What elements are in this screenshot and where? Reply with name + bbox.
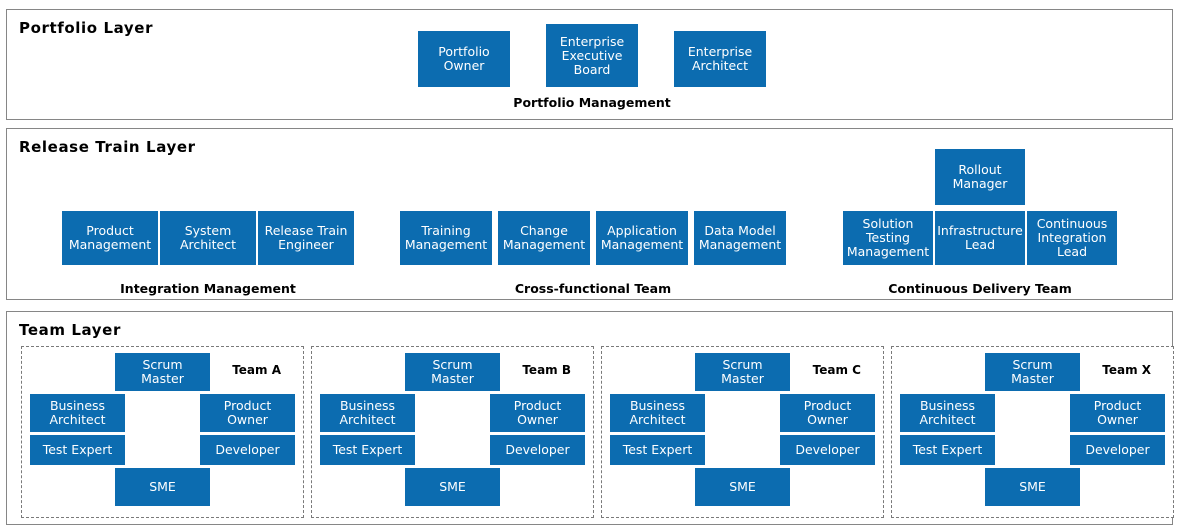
group-caption-cross-functional-team: Cross-functional Team xyxy=(514,281,672,296)
team-role-sme-a[interactable]: SME xyxy=(115,468,210,506)
role-box-enterprise-executive-board[interactable]: Enterprise Executive Board xyxy=(546,24,638,87)
team-role-developer-x[interactable]: Developer xyxy=(1070,435,1165,465)
team-name-label-x: Team X xyxy=(1102,363,1151,377)
release-train-layer-panel: Release Train Layer Product Management S… xyxy=(6,128,1173,300)
team-role-test-expert-c[interactable]: Test Expert xyxy=(610,435,705,465)
team-role-developer-b[interactable]: Developer xyxy=(490,435,585,465)
team-name-label-c: Team C xyxy=(812,363,861,377)
team-role-product-owner-x[interactable]: Product Owner xyxy=(1070,394,1165,432)
team-panel-b[interactable]: Team B Scrum Master Business Architect P… xyxy=(311,346,594,518)
team-panel-x[interactable]: Team X Scrum Master Business Architect P… xyxy=(891,346,1174,518)
release-train-layer-title: Release Train Layer xyxy=(19,138,196,156)
group-caption-integration-management: Integration Management xyxy=(120,281,296,296)
team-role-scrum-master-b[interactable]: Scrum Master xyxy=(405,353,500,391)
team-role-business-architect-c[interactable]: Business Architect xyxy=(610,394,705,432)
role-box-release-train-engineer[interactable]: Release Train Engineer xyxy=(258,211,354,265)
team-role-developer-c[interactable]: Developer xyxy=(780,435,875,465)
role-box-change-management[interactable]: Change Management xyxy=(498,211,590,265)
team-role-business-architect-b[interactable]: Business Architect xyxy=(320,394,415,432)
role-box-enterprise-architect[interactable]: Enterprise Architect xyxy=(674,31,766,87)
team-layer-title: Team Layer xyxy=(19,321,121,339)
portfolio-layer-title: Portfolio Layer xyxy=(19,19,154,37)
team-role-sme-c[interactable]: SME xyxy=(695,468,790,506)
team-role-product-owner-c[interactable]: Product Owner xyxy=(780,394,875,432)
portfolio-layer-panel: Portfolio Layer Portfolio Owner Enterpri… xyxy=(6,9,1173,120)
team-role-developer-a[interactable]: Developer xyxy=(200,435,295,465)
team-role-product-owner-a[interactable]: Product Owner xyxy=(200,394,295,432)
role-box-system-architect[interactable]: System Architect xyxy=(160,211,256,265)
role-box-infrastructure-lead[interactable]: Infrastructure Lead xyxy=(935,211,1025,265)
team-name-label-b: Team B xyxy=(522,363,571,377)
team-role-scrum-master-a[interactable]: Scrum Master xyxy=(115,353,210,391)
team-role-business-architect-x[interactable]: Business Architect xyxy=(900,394,995,432)
team-panel-c[interactable]: Team C Scrum Master Business Architect P… xyxy=(601,346,884,518)
team-role-scrum-master-c[interactable]: Scrum Master xyxy=(695,353,790,391)
role-box-training-management[interactable]: Training Management xyxy=(400,211,492,265)
team-role-business-architect-a[interactable]: Business Architect xyxy=(30,394,125,432)
group-caption-portfolio-management: Portfolio Management xyxy=(513,95,671,110)
team-panel-a[interactable]: Team A Scrum Master Business Architect P… xyxy=(21,346,304,518)
team-name-label-a: Team A xyxy=(232,363,281,377)
role-box-product-management[interactable]: Product Management xyxy=(62,211,158,265)
role-box-rollout-manager[interactable]: Rollout Manager xyxy=(935,149,1025,205)
role-box-portfolio-owner[interactable]: Portfolio Owner xyxy=(418,31,510,87)
role-box-application-management[interactable]: Application Management xyxy=(596,211,688,265)
team-role-scrum-master-x[interactable]: Scrum Master xyxy=(985,353,1080,391)
team-role-test-expert-a[interactable]: Test Expert xyxy=(30,435,125,465)
team-role-sme-b[interactable]: SME xyxy=(405,468,500,506)
role-box-data-model-management[interactable]: Data Model Management xyxy=(694,211,786,265)
group-caption-continuous-delivery-team: Continuous Delivery Team xyxy=(888,281,1072,296)
role-box-continuous-integration-lead[interactable]: Continuous Integration Lead xyxy=(1027,211,1117,265)
role-box-solution-testing-management[interactable]: Solution Testing Management xyxy=(843,211,933,265)
team-role-sme-x[interactable]: SME xyxy=(985,468,1080,506)
team-role-test-expert-b[interactable]: Test Expert xyxy=(320,435,415,465)
team-layer-panel: Team Layer Team A Scrum Master Business … xyxy=(6,311,1174,525)
team-role-test-expert-x[interactable]: Test Expert xyxy=(900,435,995,465)
team-role-product-owner-b[interactable]: Product Owner xyxy=(490,394,585,432)
